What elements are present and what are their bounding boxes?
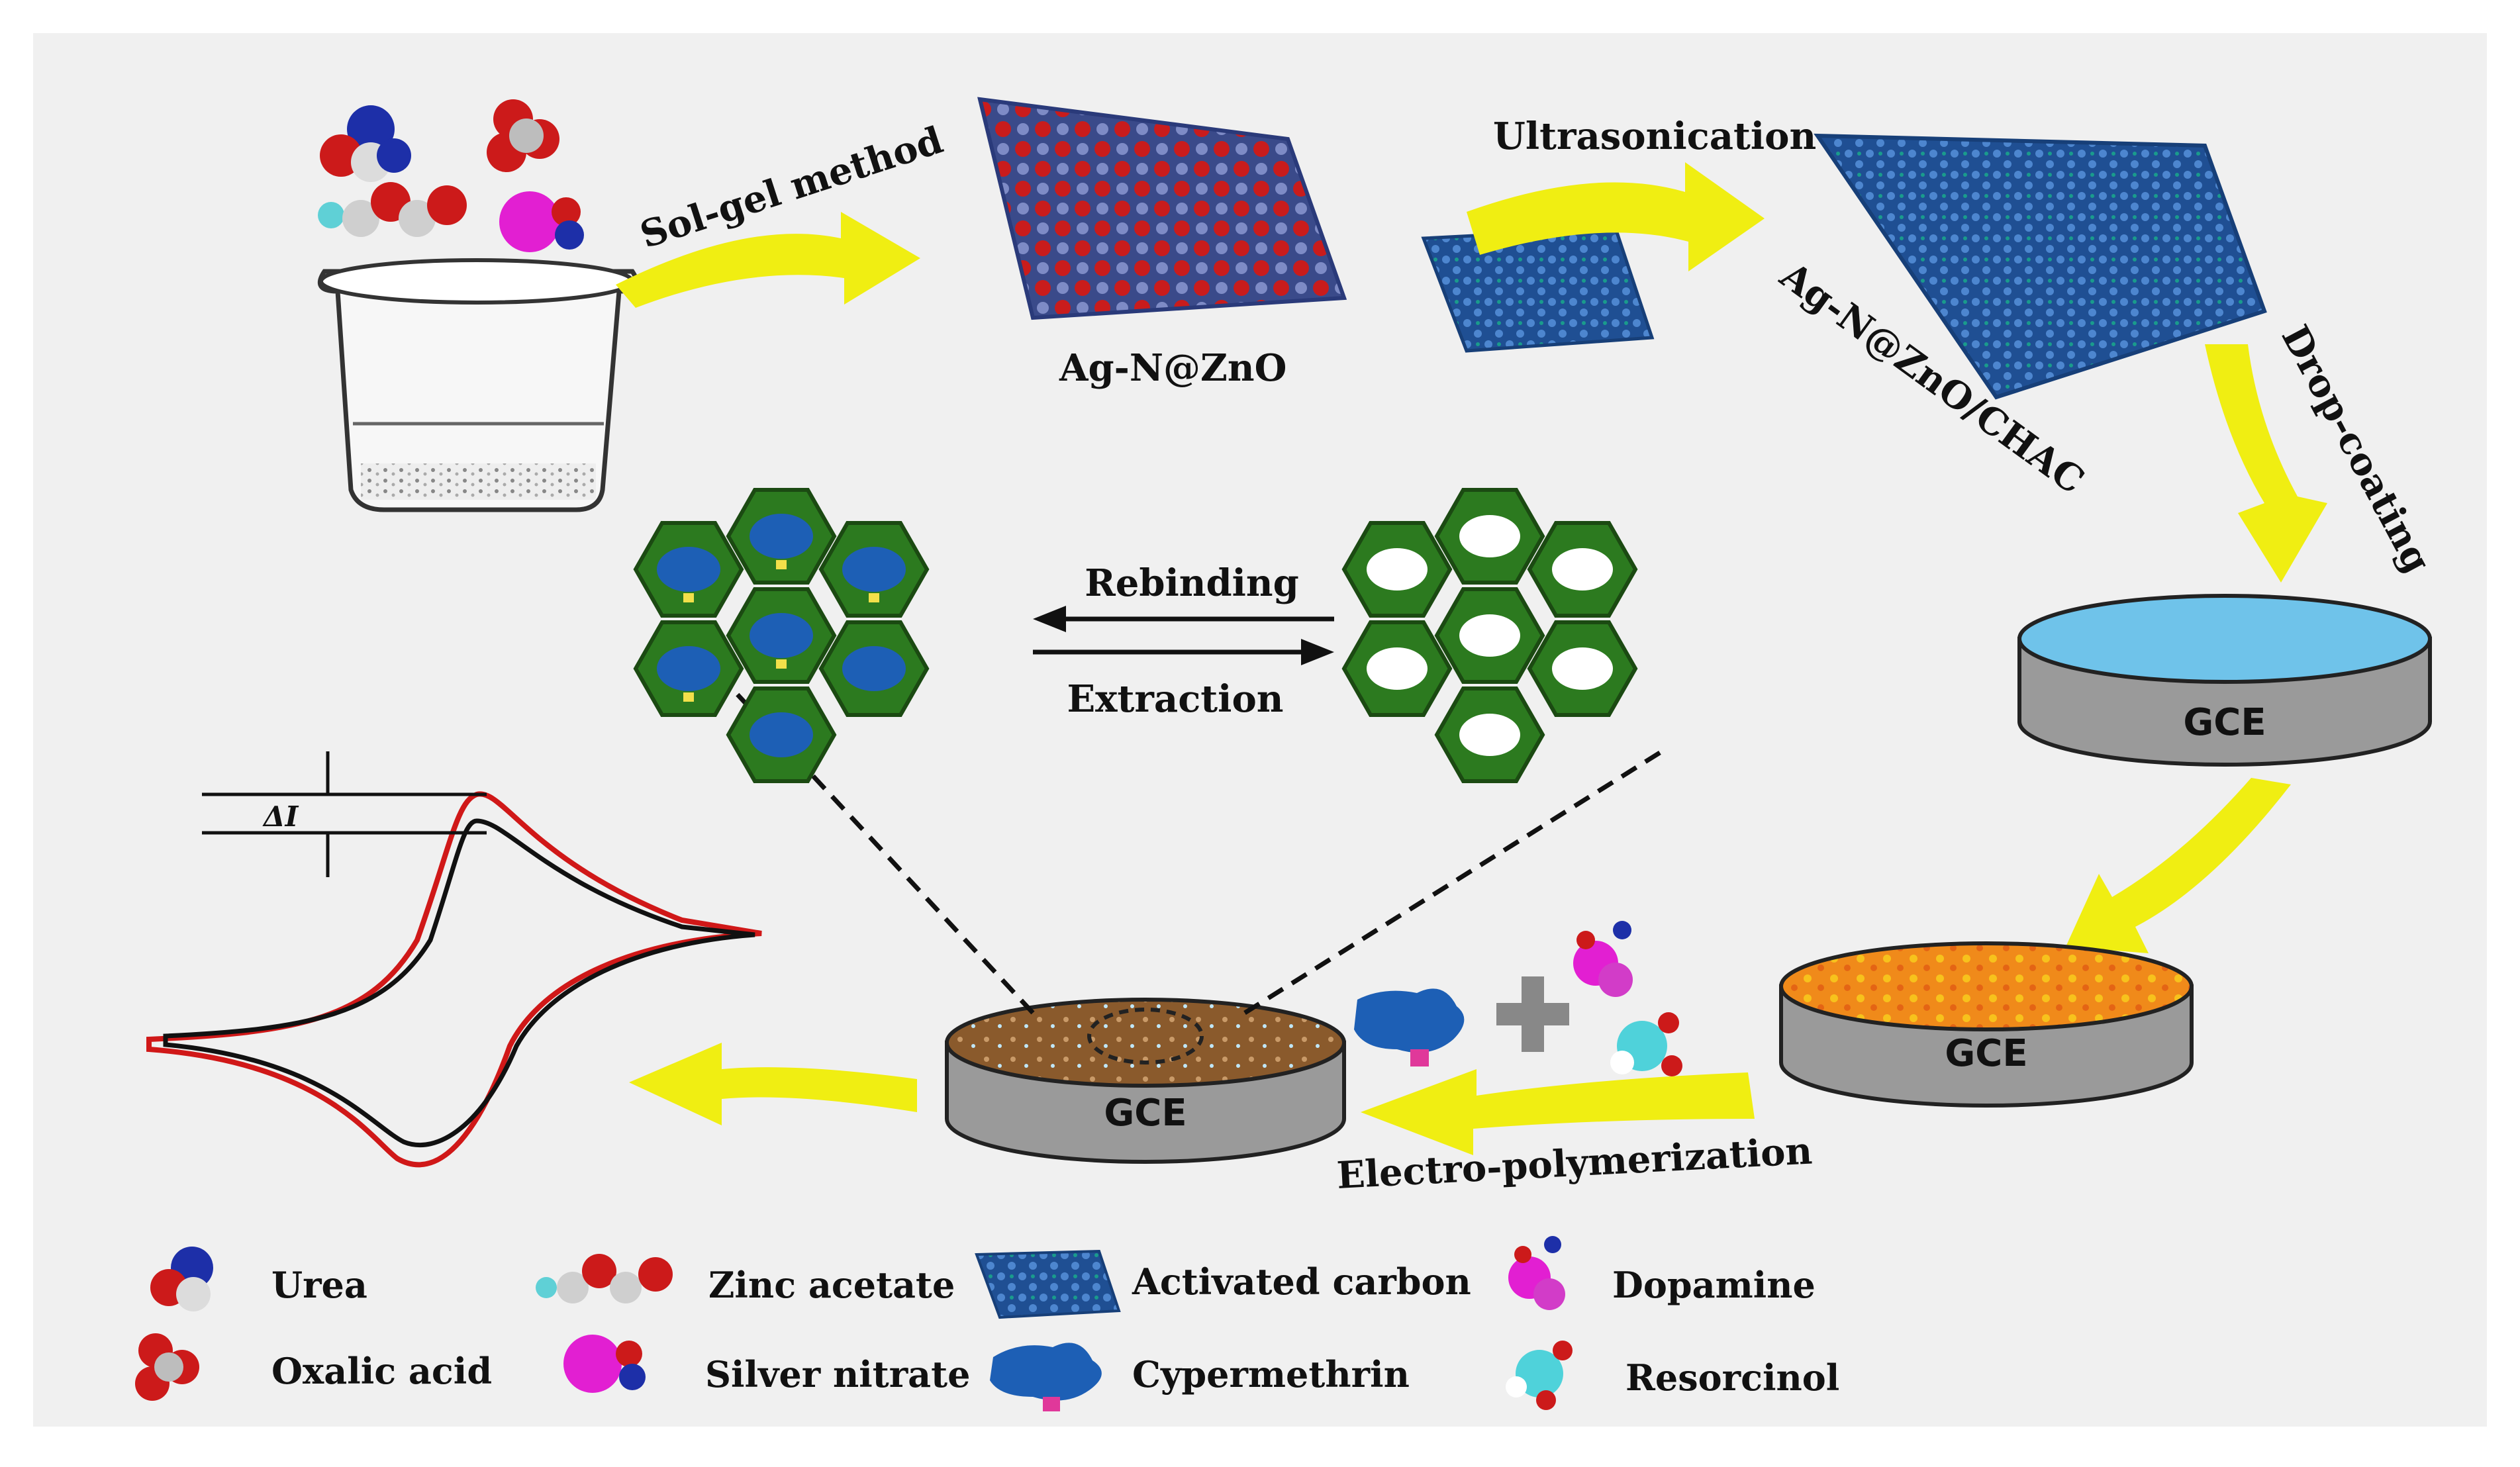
dopamine-molecule [1573, 921, 1633, 997]
ag-n-zno-label: Ag-N@ZnO [1059, 346, 1286, 390]
silver-nitrate-molecule-icon [499, 191, 584, 252]
composite-sheet [1814, 133, 2267, 400]
activated-carbon-sheet [1421, 226, 1655, 353]
legend-icon-silver-nitrate [563, 1335, 646, 1393]
ag-n-zno-lattice [977, 97, 1347, 320]
oxalic-acid-molecule-icon [487, 99, 559, 172]
modification-arrow [2066, 778, 2291, 953]
ultrasonication-label: Ultrasonication [1493, 115, 1816, 158]
rebinding-label: Rebinding [1085, 561, 1299, 605]
resorcinol-molecule [1610, 1012, 1682, 1076]
legend-label-dopamine: Dopamine [1612, 1264, 1816, 1306]
legend-label-urea: Urea [271, 1264, 367, 1306]
legend-icon-dopamine [1508, 1236, 1565, 1310]
mip-gce-electrode [945, 998, 1346, 1164]
bare-gce-label: GCE [2183, 701, 2266, 744]
extraction-arrow [1033, 639, 1334, 665]
delta-i-label: ΔI [262, 800, 299, 833]
zinc-acetate-molecule-icon [318, 182, 467, 237]
detection-arrow [629, 1043, 917, 1125]
modified-gce-electrode [1779, 941, 2194, 1108]
extraction-label: Extraction [1067, 677, 1283, 721]
modified-gce-label: GCE [1945, 1032, 2027, 1075]
plus-icon [1496, 976, 1569, 1052]
drop-coating-arrow [2205, 344, 2327, 583]
legend-label-cypermethrin: Cypermethrin [1132, 1353, 1410, 1396]
legend-icon-resorcinol [1506, 1341, 1573, 1410]
electropolymerization-arrow [1361, 1069, 1755, 1155]
legend-label-activated-carbon: Activated carbon [1132, 1260, 1471, 1303]
urea-molecule-icon [320, 105, 411, 182]
mip-network-with-template [633, 488, 930, 783]
legend-label-silver-nitrate: Silver nitrate [705, 1353, 970, 1396]
sol-gel-arrow [616, 212, 920, 308]
legend: Urea Zinc acetate Activated carbon Dopam… [135, 1236, 1839, 1411]
mip-network-with-cavities [1341, 488, 1638, 783]
legend-icon-activated-carbon [975, 1249, 1121, 1319]
precursor-molecules [318, 99, 584, 252]
legend-icon-oxalic-acid [135, 1333, 199, 1401]
mip-gce-label: GCE [1104, 1092, 1187, 1135]
ultrasonication-arrow [1467, 162, 1765, 271]
legend-label-oxalic-acid: Oxalic acid [271, 1350, 492, 1392]
legend-icon-urea [150, 1247, 213, 1311]
cv-curve-black [163, 818, 755, 1147]
cyclic-voltammogram: ΔI [146, 751, 762, 1168]
legend-label-zinc-acetate: Zinc acetate [708, 1264, 955, 1306]
bare-gce-electrode [2017, 594, 2432, 767]
legend-icon-zinc-acetate [536, 1254, 673, 1303]
legend-icon-cypermethrin [990, 1343, 1102, 1411]
rebinding-arrow [1033, 606, 1334, 632]
beaker [317, 258, 640, 512]
cypermethrin-template [1354, 988, 1465, 1066]
legend-label-resorcinol: Resorcinol [1625, 1356, 1839, 1399]
